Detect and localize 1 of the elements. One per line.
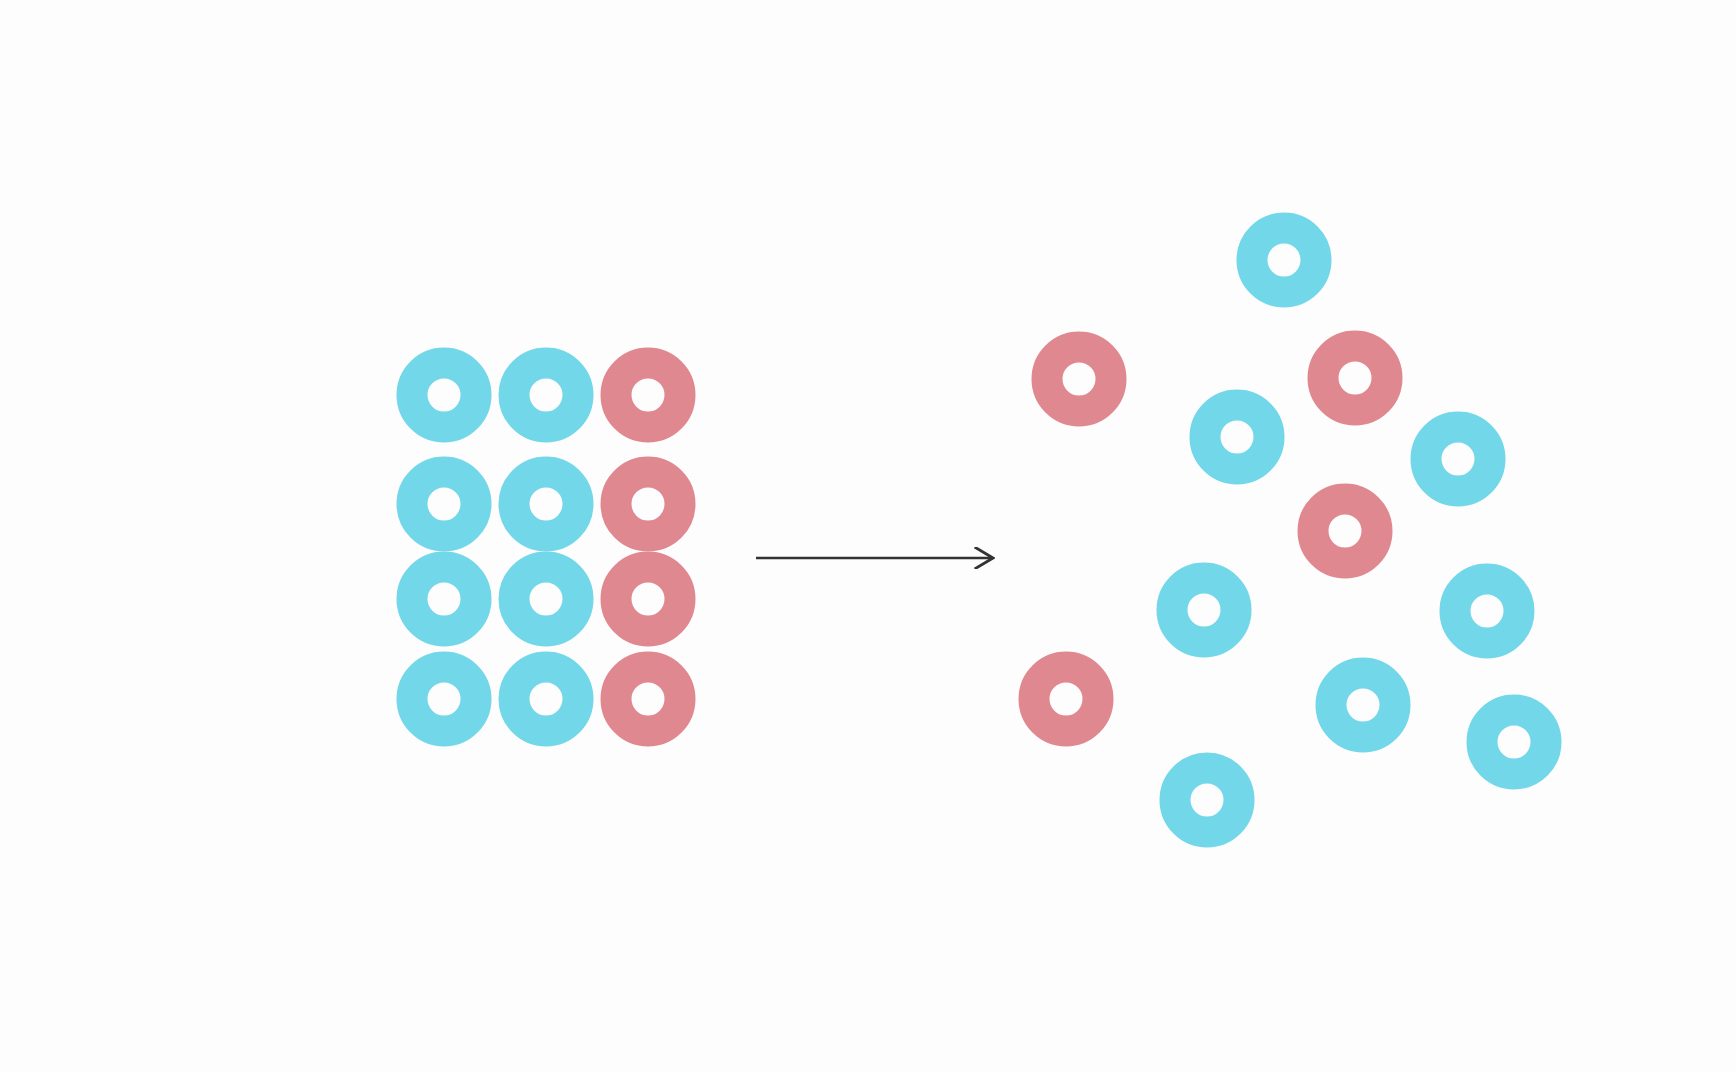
arrow [756,545,995,571]
